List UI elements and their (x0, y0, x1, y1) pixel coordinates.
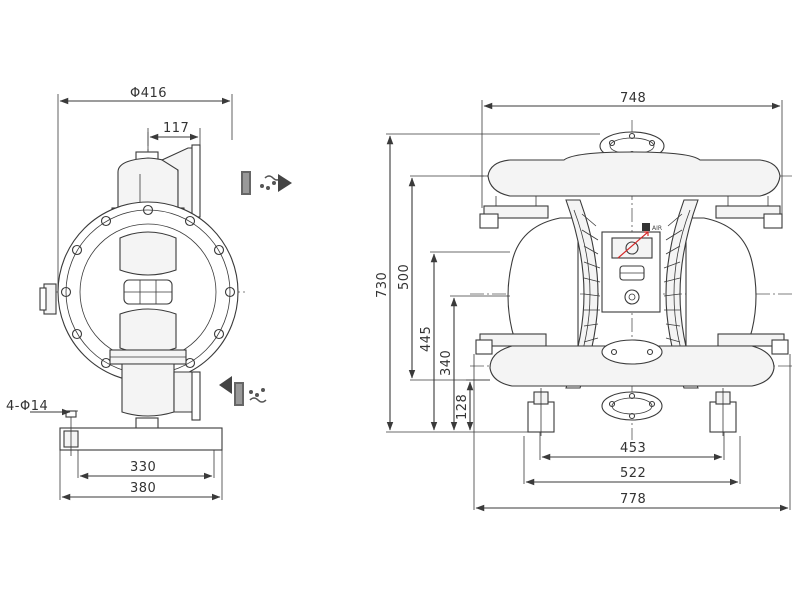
dim-height-340: 340 (439, 350, 454, 376)
dim-overall-width: 778 (620, 492, 646, 507)
side-view: Φ416 117 4-Φ14 330 380 (6, 86, 292, 501)
dim-top-width: 748 (620, 91, 646, 106)
dim-base-outer: 380 (130, 481, 156, 496)
dim-top-offset: 117 (163, 121, 189, 136)
dim-foot-inner: 453 (620, 441, 646, 456)
front-inlet-manifold (475, 333, 789, 421)
dim-base-height: 128 (455, 394, 470, 420)
dim-total-height: 730 (375, 272, 390, 298)
dim-base-inner: 330 (130, 460, 156, 475)
nameplate-label: AIR (652, 225, 662, 232)
dim-height-445: 445 (419, 326, 434, 352)
dim-overall-diameter: Φ416 (130, 86, 167, 101)
dim-inlet-height: 500 (397, 264, 412, 290)
discharge-flow-arrow-icon (241, 171, 292, 195)
dim-foot-mid: 522 (620, 466, 646, 481)
pump-feet (527, 388, 737, 436)
air-valve-body: AIR (601, 223, 662, 313)
inlet-manifold (109, 349, 201, 433)
inlet-flow-arrow-icon (219, 376, 267, 406)
pump-base (59, 410, 223, 500)
dim-mounting-holes: 4-Φ14 (6, 399, 48, 414)
front-discharge-manifold (479, 151, 783, 229)
front-view: AIR (375, 91, 795, 512)
diaphragm-housing (39, 201, 239, 383)
